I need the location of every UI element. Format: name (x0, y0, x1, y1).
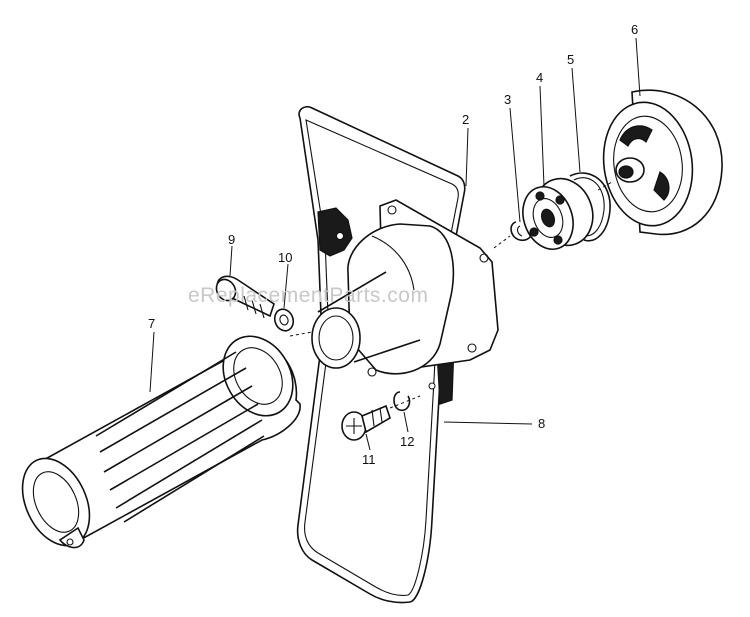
callout-9: 9 (228, 232, 235, 247)
circlip (569, 172, 611, 242)
callout-6: 6 (631, 22, 638, 37)
callout-2: 2 (462, 112, 469, 127)
callout-4: 4 (536, 70, 543, 85)
handle-grip (21, 335, 301, 549)
callout-8: 8 (538, 416, 545, 431)
ball-bearing (522, 177, 594, 250)
watermark-text: eReplacementParts.com (188, 284, 428, 307)
bolt-upper (215, 275, 275, 319)
housing-flange (311, 199, 499, 377)
bolt-lower (341, 404, 391, 441)
callout-12: 12 (400, 434, 414, 449)
callout-7: 7 (148, 316, 155, 331)
assembly-axis-lines (289, 181, 613, 409)
callout-11: 11 (362, 452, 376, 467)
washer-lower (393, 391, 411, 412)
washer-upper (273, 308, 295, 332)
callout-10: 10 (278, 250, 292, 265)
callout-5: 5 (567, 52, 574, 67)
callout-numbers: 2 3 4 5 6 7 8 9 10 11 12 (148, 22, 638, 467)
clutch-drum (602, 89, 723, 236)
callout-leaders (149, 37, 641, 451)
callout-3: 3 (504, 92, 511, 107)
